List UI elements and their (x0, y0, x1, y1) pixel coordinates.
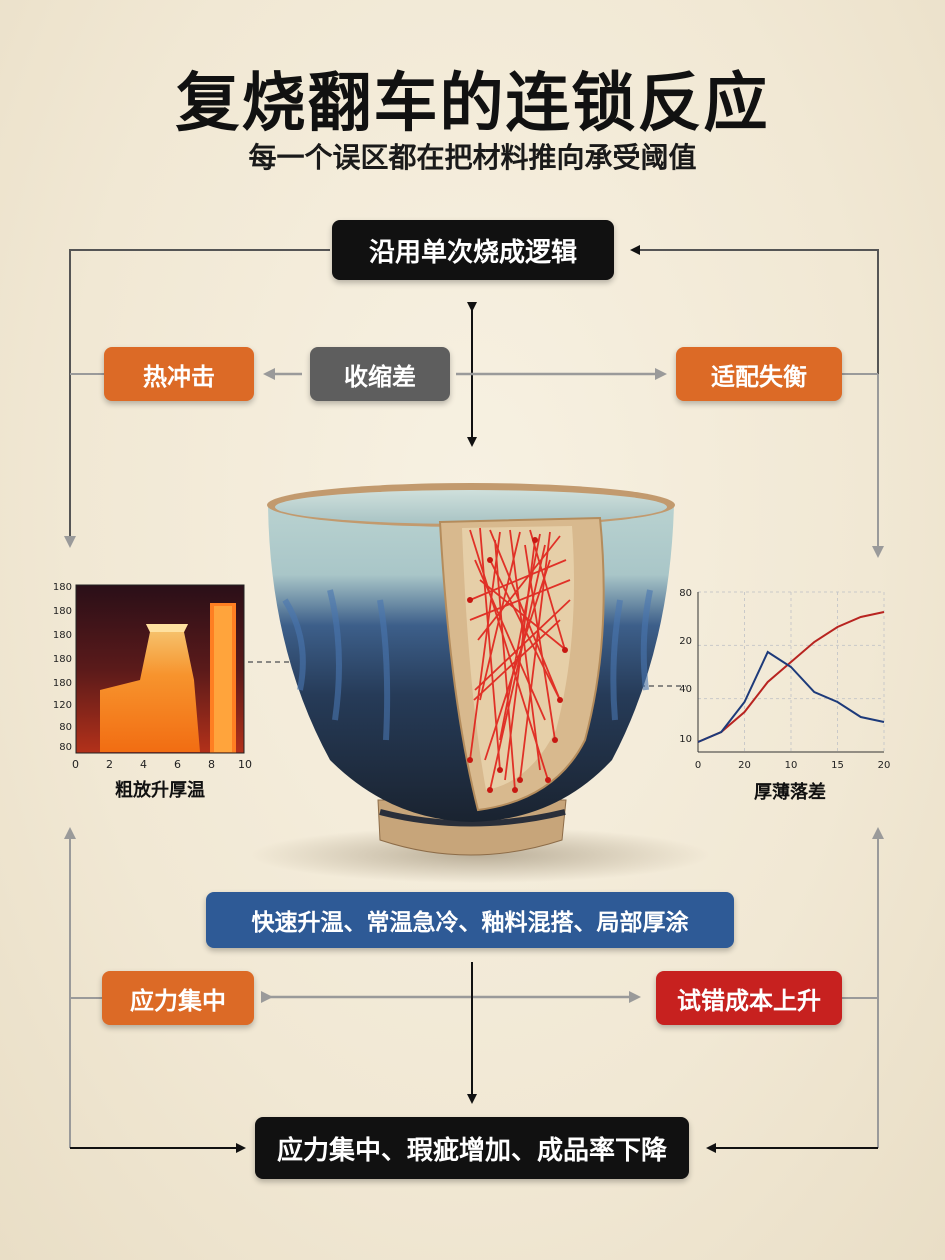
y-tick-label: 10 (679, 734, 692, 745)
x-tick-label: 20 (878, 760, 891, 771)
top-box: 沿用单次烧成逻辑 (332, 220, 614, 280)
y-tick: 180 (52, 654, 72, 665)
x-tick-label: 20 (738, 760, 751, 771)
bottom-box: 应力集中、瑕疵增加、成品率下降 (255, 1117, 689, 1179)
y-tick: 80 (59, 742, 72, 753)
x-tick: 8 (208, 758, 215, 771)
left-box-top: 热冲击 (104, 347, 254, 401)
x-tick-label: 10 (785, 760, 798, 771)
series-line-0 (697, 611, 885, 743)
line-chart-caption: 厚薄落差 (754, 782, 826, 803)
series-line-1 (697, 650, 885, 743)
center-box-top: 收缩差 (310, 347, 450, 401)
x-tick: 4 (140, 758, 147, 771)
y-tick: 180 (52, 630, 72, 641)
right-box-bottom: 试错成本上升 (656, 971, 842, 1025)
heatmap-y-ticks: 180 180 180 180 180 120 80 80 (44, 582, 72, 758)
page-title: 复烧翻车的连锁反应 (175, 67, 770, 141)
y-tick: 180 (52, 582, 72, 593)
heatmap-x-ticks: 0 2 4 6 8 10 (70, 758, 254, 772)
page-subtitle: 每一个误区都在把材料推向承受阈值 (248, 141, 697, 174)
y-tick-label: 80 (679, 588, 692, 599)
y-tick: 180 (52, 678, 72, 689)
y-tick: 120 (52, 700, 72, 711)
right-box-top: 适配失衡 (676, 347, 842, 401)
y-tick: 180 (52, 606, 72, 617)
x-tick: 2 (106, 758, 113, 771)
x-tick: 10 (238, 758, 252, 771)
y-tick: 80 (59, 722, 72, 733)
x-tick: 0 (72, 758, 79, 771)
cause-box: 快速升温、常温急冷、釉料混搭、局部厚涂 (206, 892, 734, 948)
y-tick-label: 40 (679, 684, 692, 695)
x-tick-label: 0 (695, 760, 701, 771)
x-tick: 6 (174, 758, 181, 771)
left-box-bottom: 应力集中 (102, 971, 254, 1025)
x-tick-label: 15 (831, 760, 844, 771)
heatmap-caption: 粗放升厚温 (115, 780, 205, 801)
y-tick-label: 20 (679, 636, 692, 647)
